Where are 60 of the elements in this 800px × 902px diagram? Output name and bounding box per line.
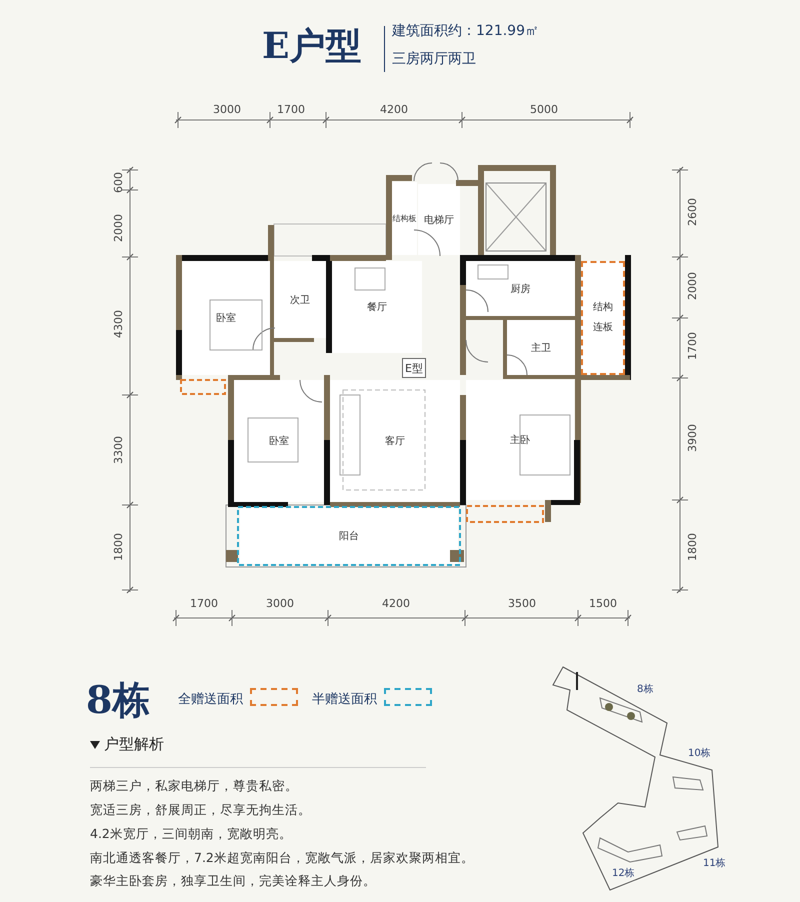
room-area (330, 380, 460, 502)
dimension-label: 1700 (686, 332, 699, 360)
dimension-label: 3000 (213, 103, 241, 116)
room-area (234, 380, 324, 502)
description-text: 南北通透客餐厅，7.2米超宽南阳台，宽敞气派，居家欢聚两相宜。 (90, 850, 474, 867)
dimension-label: 4200 (382, 597, 410, 610)
description-text: 宽适三房，舒展周正，尽享无拘生活。 (90, 802, 311, 819)
description-text: 豪华主卧套房，独享卫生间，完美诠释主人身份。 (90, 873, 376, 890)
area-text: 建筑面积约：121.99㎡ (392, 22, 539, 40)
dimension-label: 1500 (589, 597, 617, 610)
section-heading: 户型解析 (104, 735, 164, 754)
room-label: 厨房 (510, 282, 530, 296)
dimension-label: 1800 (112, 533, 125, 561)
dimension-label: 2000 (112, 214, 125, 242)
room-label: 结构板 (392, 213, 416, 224)
room-area (182, 261, 270, 375)
dimension-label: 2600 (686, 198, 699, 226)
room-area (274, 261, 326, 338)
layout-text: 三房两厅两卫 (392, 50, 476, 68)
room-label: 餐厅 (367, 300, 387, 314)
dimension-label: 3000 (266, 597, 294, 610)
gift-area-box (581, 261, 625, 375)
map-label: 10栋 (688, 746, 711, 760)
room-area (418, 184, 460, 255)
dimension-label: 5000 (530, 103, 558, 116)
room-label: 阳台 (339, 530, 359, 543)
map-label: 12栋 (612, 866, 635, 880)
room-label: E型 (405, 360, 423, 376)
room-area (392, 182, 417, 255)
room-area (507, 320, 575, 375)
room-label: 客厅 (385, 434, 405, 448)
dimension-label: 3300 (112, 436, 125, 464)
room-label: 卧室 (269, 434, 289, 448)
room-area (466, 380, 574, 500)
title: E户型 (262, 24, 362, 69)
dimension-label: 2000 (686, 272, 699, 300)
dimension-label: 3500 (508, 597, 536, 610)
room-label: 主卫 (531, 342, 551, 354)
dimension-label: 4300 (112, 310, 125, 338)
room-label: 主卧 (510, 434, 530, 447)
map-label: 11栋 (703, 856, 726, 870)
dimension-label: 600 (112, 172, 125, 193)
room-area (240, 508, 458, 564)
dimension-label: 4200 (380, 103, 408, 116)
map-label: 8栋 (637, 682, 654, 696)
description-text: 4.2米宽厅，三间朝南，宽敞明亮。 (90, 826, 292, 843)
room-label: 结构连板 (592, 300, 614, 335)
description-text: 两梯三户，私家电梯厅，尊贵私密。 (90, 778, 298, 795)
building-label: 8栋 (86, 676, 150, 724)
legend-label: 半赠送面积 (312, 691, 377, 708)
dimension-label: 1800 (686, 533, 699, 561)
dimension-label: 1700 (277, 103, 305, 116)
room-area (332, 261, 422, 353)
room-area (466, 261, 575, 316)
dimension-label: 3900 (686, 424, 699, 452)
room-label: 卧室 (216, 312, 236, 325)
room-label: 电梯厅 (424, 214, 454, 226)
room-label: 次卫 (290, 294, 310, 306)
dimension-label: 1700 (190, 597, 218, 610)
legend-label: 全赠送面积 (178, 691, 243, 708)
